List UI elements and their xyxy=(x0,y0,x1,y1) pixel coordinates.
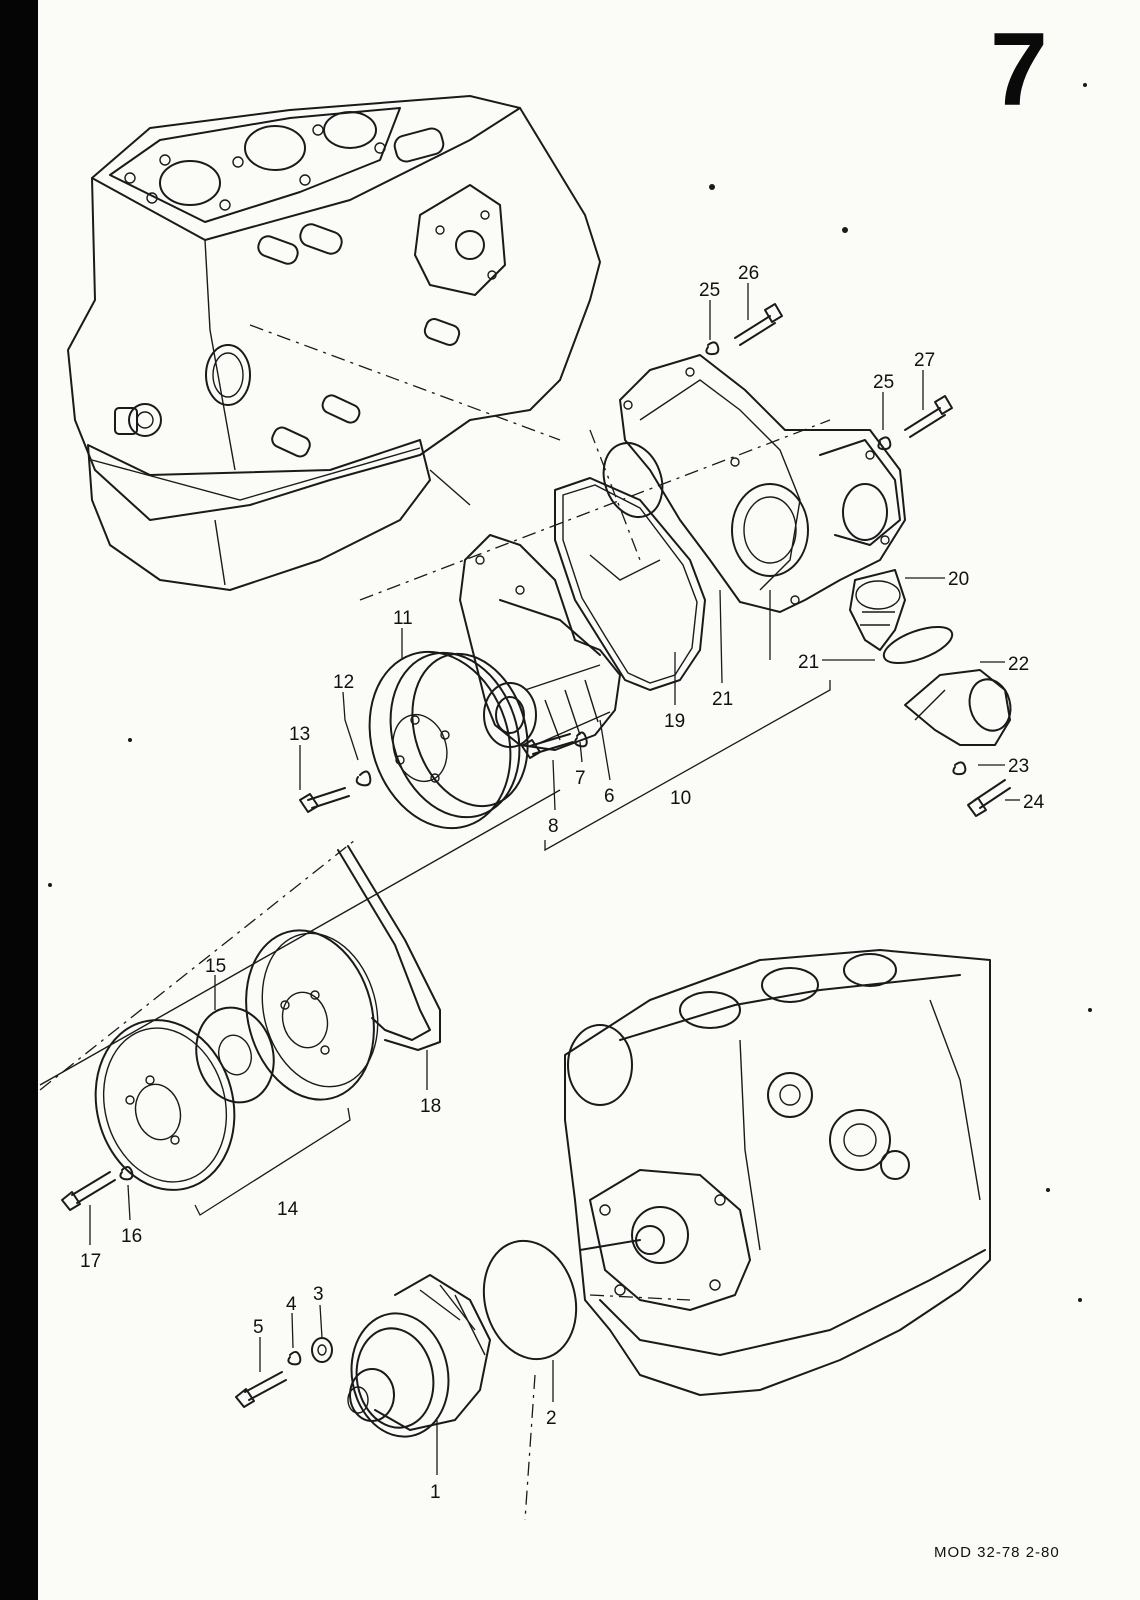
o-ring-21 xyxy=(602,442,664,518)
callout-21-lower: 21 xyxy=(798,652,819,673)
callout-1: 1 xyxy=(430,1482,441,1503)
bolt-8 xyxy=(521,733,574,759)
water-pump-1 xyxy=(347,1274,491,1438)
callout-6: 6 xyxy=(604,786,615,807)
callout-11: 11 xyxy=(393,608,413,629)
bolt-24 xyxy=(967,779,1011,817)
callout-19: 19 xyxy=(664,711,685,732)
callout-26: 26 xyxy=(738,263,759,284)
callout-14: 14 xyxy=(277,1199,299,1220)
pulley-14 xyxy=(94,929,379,1191)
callout-2: 2 xyxy=(546,1408,557,1429)
leader-lines xyxy=(89,283,1020,1475)
alignment-line xyxy=(429,469,471,506)
bolt-5 xyxy=(235,1371,287,1408)
footer-code: MOD 32-78 2-80 xyxy=(934,1544,1060,1561)
alignment-line xyxy=(359,419,831,601)
bolt-27 xyxy=(904,395,953,438)
callout-13: 13 xyxy=(289,724,310,745)
callout-10: 10 xyxy=(670,788,691,809)
alignment-line xyxy=(39,789,561,1086)
callout-3: 3 xyxy=(313,1284,324,1305)
callout-25-right: 25 xyxy=(873,372,894,393)
timing-housing xyxy=(619,354,906,613)
v-belt-18 xyxy=(337,845,441,1051)
gasket-2 xyxy=(482,1239,578,1361)
alignment-line xyxy=(524,1374,536,1521)
water-pump-6 xyxy=(459,534,621,751)
lock-washer-16 xyxy=(119,1166,134,1181)
callout-17: 17 xyxy=(80,1251,101,1272)
bolt-26 xyxy=(734,303,783,346)
bolt-17 xyxy=(61,1171,116,1211)
binding-strip xyxy=(0,0,38,1600)
callout-18: 18 xyxy=(420,1096,441,1117)
callout-16: 16 xyxy=(121,1226,142,1247)
upper-engine-block xyxy=(67,95,601,591)
callout-22: 22 xyxy=(1008,654,1029,675)
bolt-13 xyxy=(299,787,350,813)
callout-21-upper: 21 xyxy=(712,689,733,710)
callout-15: 15 xyxy=(205,956,226,977)
callout-24: 24 xyxy=(1023,792,1045,813)
callout-25-left: 25 xyxy=(699,280,720,301)
callout-8: 8 xyxy=(548,816,559,837)
alignment-line xyxy=(39,839,356,1091)
lock-washer-4 xyxy=(287,1351,302,1366)
callouts: 1 2 3 4 5 6 7 8 10 11 12 13 14 15 16 17 … xyxy=(80,263,1045,1503)
callout-23: 23 xyxy=(1008,756,1029,777)
lock-washer-12 xyxy=(355,770,372,787)
callout-7: 7 xyxy=(575,768,586,789)
thermostat-20 xyxy=(849,569,906,651)
callout-20: 20 xyxy=(948,569,969,590)
group-bracket-14 xyxy=(194,1107,351,1216)
lock-washer-25 xyxy=(705,341,892,451)
page-number: 7 xyxy=(990,12,1048,128)
thermostat-housing-22 xyxy=(904,669,1012,746)
callout-12: 12 xyxy=(333,672,354,693)
lower-engine-block xyxy=(564,949,991,1396)
alignment-line xyxy=(249,324,561,441)
o-ring-21-seal xyxy=(882,625,954,665)
group-bracket-10 xyxy=(544,680,831,852)
lock-washer-7 xyxy=(574,731,588,748)
callout-5: 5 xyxy=(253,1317,264,1338)
lock-washer-23 xyxy=(952,761,967,776)
alignment-line xyxy=(589,1294,691,1301)
spacer-15 xyxy=(195,1006,275,1104)
callout-4: 4 xyxy=(286,1294,297,1315)
scan-speckles xyxy=(48,83,1092,1302)
housing-gasket-19 xyxy=(554,477,706,691)
pulley-11 xyxy=(368,650,529,830)
washer-3 xyxy=(311,1337,333,1363)
callout-27: 27 xyxy=(914,350,935,371)
